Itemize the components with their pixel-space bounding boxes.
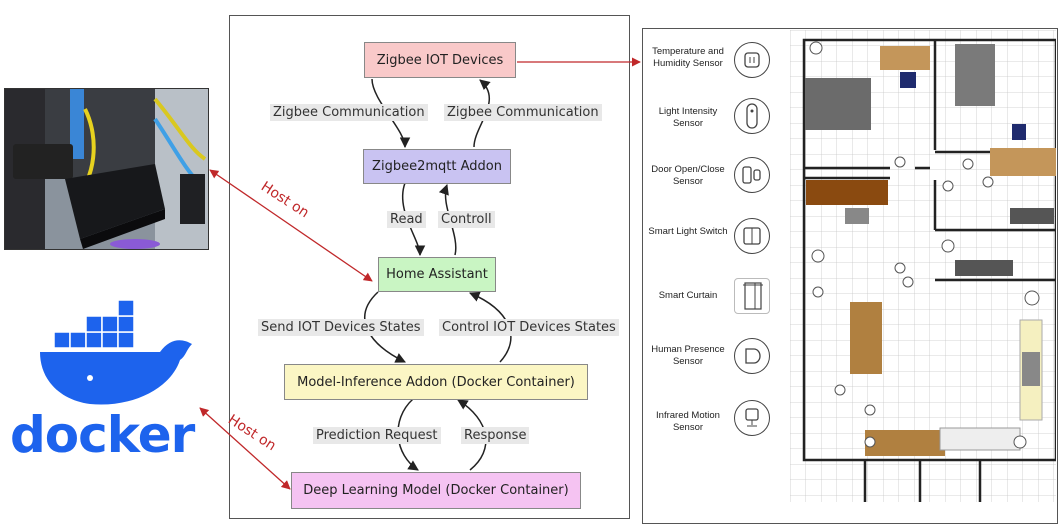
label-read: Read: [387, 211, 426, 228]
docker-whale-icon: [40, 299, 192, 405]
device-photo: [4, 88, 209, 250]
edge-host-top: [209, 169, 373, 282]
label-controll: Controll: [438, 211, 495, 228]
sensor-label-presence: Human Presence Sensor: [651, 344, 725, 367]
light-intensity-icon: [734, 98, 770, 134]
node-zigbee-devices: Zigbee IOT Devices: [364, 42, 516, 78]
presence-icon: [734, 338, 770, 374]
sensor-label-light: Light Intensity Sensor: [658, 106, 718, 129]
node-model-inference: Model-Inference Addon (Docker Container): [284, 364, 588, 400]
docker-wordmark: docker: [10, 406, 195, 464]
label-prediction: Prediction Request: [313, 427, 441, 444]
curtain-icon: [734, 278, 770, 314]
motion-icon: [734, 400, 770, 436]
node-home-assistant: Home Assistant: [378, 257, 496, 292]
node-deep-learning: Deep Learning Model (Docker Container): [291, 472, 581, 509]
door-sensor-icon: [734, 157, 770, 193]
zigbee-gateway-illustration: [5, 89, 208, 249]
floor-plan: [790, 30, 1056, 502]
sensor-label-switch: Smart Light Switch: [648, 226, 728, 237]
node-zigbee2mqtt: Zigbee2mqtt Addon: [363, 149, 511, 184]
edge-host-bottom: [199, 407, 291, 490]
sensor-label-motion: Infrared Motion Sensor: [656, 410, 720, 433]
temperature-humidity-icon: [734, 42, 770, 78]
label-response: Response: [461, 427, 530, 444]
label-send-states: Send IOT Devices States: [258, 319, 424, 336]
docker-logo: docker: [10, 299, 210, 480]
sensor-label-temperature: Temperature and Humidity Sensor: [652, 46, 724, 69]
light-switch-icon: [734, 218, 770, 254]
sensor-label-curtain: Smart Curtain: [658, 290, 718, 301]
sensor-label-door: Door Open/Close Sensor: [651, 164, 725, 187]
label-zigbee-comm-right: Zigbee Communication: [444, 104, 602, 121]
label-zigbee-comm-left: Zigbee Communication: [270, 104, 428, 121]
label-control-states: Control IOT Devices States: [439, 319, 619, 336]
